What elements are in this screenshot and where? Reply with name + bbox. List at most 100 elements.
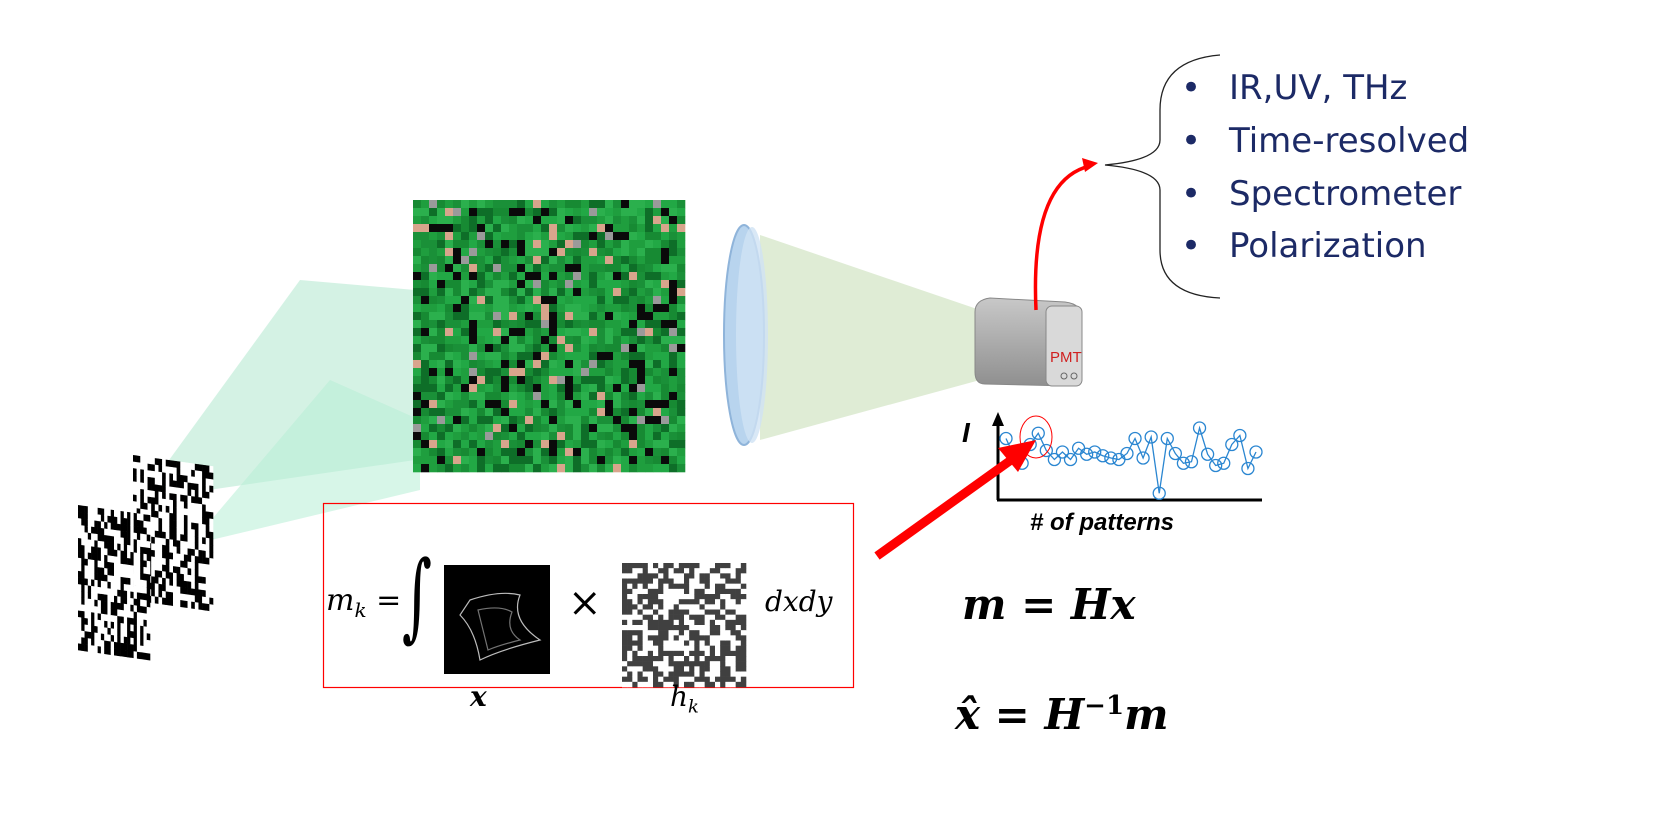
pattern-pixel	[557, 328, 566, 337]
pattern-pixel	[740, 650, 747, 657]
pattern-pixel	[653, 456, 662, 465]
pattern-pixel	[557, 432, 566, 441]
pattern-pixel	[469, 328, 478, 337]
pattern-pixel	[429, 312, 438, 321]
pattern-pixel	[525, 456, 534, 465]
pattern-pixel	[413, 432, 422, 441]
pattern-pixel	[715, 681, 721, 688]
pattern-pixel	[629, 344, 638, 353]
pattern-pixel	[453, 208, 462, 217]
pattern-pixel	[661, 336, 670, 345]
pattern-pixel	[735, 681, 742, 688]
pattern-pixel	[694, 563, 700, 569]
pattern-pixel	[493, 448, 502, 457]
pattern-pixel	[445, 296, 454, 305]
pattern-pixel	[176, 586, 181, 594]
pattern-pixel	[91, 638, 95, 647]
pattern-pixel	[133, 501, 137, 509]
pattern-pixel	[477, 408, 486, 417]
pattern-pixel	[81, 525, 85, 533]
pattern-pixel	[485, 312, 494, 321]
pattern-pixel	[668, 666, 674, 672]
pattern-pixel	[709, 604, 716, 610]
pattern-pixel	[525, 416, 534, 425]
pattern-pixel	[597, 448, 606, 457]
pattern-pixel	[653, 320, 662, 329]
pattern-pixel	[597, 200, 606, 209]
pattern-pixel	[637, 208, 646, 217]
pattern-pixel	[663, 650, 669, 657]
pattern-pixel	[661, 320, 670, 329]
pattern-pixel	[94, 599, 98, 607]
pattern-pixel	[469, 288, 478, 297]
pattern-pixel	[437, 328, 446, 337]
pattern-pixel	[581, 448, 590, 457]
pattern-pixel	[647, 676, 654, 683]
pattern-pixel	[653, 432, 662, 441]
pattern-pixel	[78, 505, 82, 513]
pattern-pixel	[97, 547, 102, 555]
pattern-pixel	[202, 603, 207, 611]
pattern-pixel	[194, 463, 199, 472]
pattern-pixel	[677, 256, 686, 265]
pattern-pixel	[143, 540, 148, 548]
pattern-pixel	[421, 344, 430, 353]
pattern-pixel	[653, 650, 659, 657]
pattern-pixel	[725, 681, 731, 688]
pattern-pixel	[677, 232, 686, 241]
pattern-pixel	[668, 563, 674, 569]
pattern-pixel	[589, 384, 598, 393]
pattern-pixel	[509, 376, 518, 385]
pattern-pixel	[549, 216, 558, 225]
pattern-pixel	[517, 400, 526, 409]
pattern-pixel	[202, 563, 207, 572]
pattern-pixel	[668, 604, 674, 610]
pattern-pixel	[114, 608, 118, 617]
pattern-pixel	[100, 600, 105, 608]
pattern-pixel	[658, 614, 664, 621]
pattern-pixel	[673, 599, 680, 605]
pattern-pixel	[165, 558, 170, 566]
pattern-pixel	[191, 476, 196, 484]
pattern-pixel	[501, 272, 510, 281]
pattern-pixel	[202, 491, 207, 499]
pattern-pixel	[429, 272, 438, 281]
pattern-pixel	[107, 621, 112, 629]
pattern-pixel	[740, 604, 747, 610]
pattern-pixel	[509, 352, 518, 361]
pattern-pixel	[573, 376, 582, 385]
pattern-pixel	[123, 597, 128, 605]
pattern-pixel	[689, 583, 695, 590]
pattern-pixel	[130, 598, 134, 606]
pattern-pixel	[565, 272, 574, 281]
pattern-pixel	[533, 256, 542, 265]
pattern-pixel	[509, 280, 518, 289]
pattern-pixel	[437, 416, 446, 425]
pattern-pixel	[151, 477, 156, 485]
pattern-pixel	[740, 609, 747, 615]
pattern-pixel	[123, 643, 128, 651]
pattern-pixel	[704, 625, 711, 631]
pattern-pixel	[684, 563, 690, 569]
pattern-pixel	[429, 360, 438, 369]
pattern-pixel	[653, 583, 659, 590]
pattern-pixel	[658, 563, 664, 569]
pattern-pixel	[541, 248, 550, 257]
pattern-pixel	[147, 496, 152, 505]
pattern-pixel	[541, 280, 550, 289]
pattern-pixel	[605, 304, 614, 313]
pattern-pixel	[605, 296, 614, 305]
pattern-pixel	[100, 527, 105, 536]
pattern-pixel	[154, 517, 159, 525]
pattern-pixel	[445, 456, 454, 465]
plot-y-label: I	[962, 417, 971, 448]
pattern-pixel	[413, 368, 422, 377]
pattern-pixel	[97, 507, 102, 516]
pattern-pixel	[104, 561, 108, 569]
pattern-pixel	[525, 392, 534, 401]
output-arrow	[1033, 164, 1091, 311]
pattern-pixel	[720, 609, 726, 615]
pattern-pixel	[140, 612, 144, 620]
pattern-pixel	[120, 563, 125, 572]
pattern-pixel	[165, 505, 170, 514]
